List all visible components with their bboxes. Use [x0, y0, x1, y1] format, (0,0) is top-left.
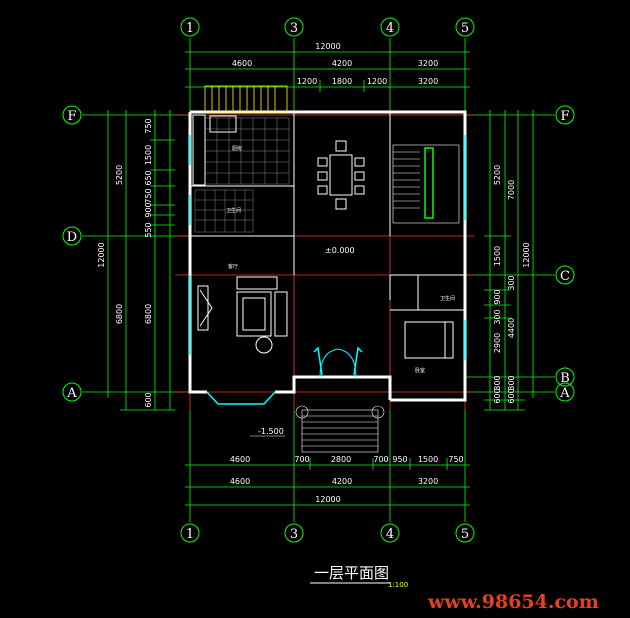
label-living: 客厅	[228, 263, 238, 270]
right-dimension-lines	[484, 110, 534, 411]
axis-label-3-top: 3	[290, 21, 298, 36]
axis-bubbles-bottom	[180, 523, 475, 543]
axis-bubbles-top	[180, 17, 475, 37]
drawing-scale: 1:100	[388, 581, 408, 589]
axis-label-1-top: 1	[186, 21, 194, 36]
elevation-outside: -1.500	[258, 427, 284, 436]
dim-left-inner-2: 650	[144, 170, 153, 185]
dim-left-outer-2: 600	[144, 392, 153, 407]
label-bedroom: 卧室	[415, 367, 425, 374]
elevation-floor: ±0.000	[325, 246, 355, 255]
entry-doors	[319, 348, 357, 378]
dining-table	[317, 140, 365, 210]
watermark: www.98654.com	[427, 591, 599, 613]
dim-left-inner-1: 1500	[144, 145, 153, 165]
axis-label-C-right: C	[560, 269, 570, 284]
dim-left-total: 12000	[97, 242, 106, 267]
axis-label-A-right: A	[559, 386, 570, 401]
dim-left-inner-3: 750	[144, 188, 153, 203]
dim-bot-r2-0: 4600	[230, 477, 250, 486]
axis-label-F-right: F	[560, 109, 569, 124]
axis-label-4-top: 4	[386, 21, 394, 36]
kitchen-tiles	[204, 117, 290, 185]
windows	[189, 135, 466, 405]
dim-right-7: 300	[493, 375, 502, 390]
drawing-title: 一层平面图	[314, 564, 389, 582]
dim-right-3: 300	[507, 275, 516, 290]
exterior-walls	[188, 110, 467, 402]
kitchen-counter	[192, 114, 237, 186]
bottom-dimension-lines	[185, 458, 470, 506]
dim-left-inner-5: 900	[144, 202, 153, 217]
dim-right-5: 300	[493, 309, 502, 324]
dim-right-mid-0: 7000	[507, 180, 516, 200]
dim-top-r2-3: 3200	[418, 77, 438, 86]
left-dimension-lines	[107, 110, 175, 411]
bedroom-bed	[404, 321, 454, 359]
dim-top-r2-0: 1200	[297, 77, 317, 86]
axis-label-1-bottom: 1	[186, 527, 194, 542]
dim-left-inner-7: 6800	[144, 304, 153, 324]
dim-bot-r1-4: 950	[392, 455, 407, 464]
axis-bubbles-left	[62, 105, 82, 402]
axis-label-5-bottom: 5	[461, 527, 469, 542]
dim-bot-r1-3: 700	[373, 455, 388, 464]
dim-right-2: 900	[493, 289, 502, 304]
dim-top-r2-2: 1200	[367, 77, 387, 86]
staircase	[392, 144, 460, 224]
dim-bot-r2-2: 3200	[418, 477, 438, 486]
axis-label-4-bottom: 4	[386, 527, 394, 542]
label-kitchen: 厨房	[232, 145, 242, 152]
stair-handrail	[424, 147, 434, 219]
dim-bot-r1-0: 4600	[230, 455, 250, 464]
dim-right-4: 2900	[493, 333, 502, 353]
dim-top-total: 12000	[315, 42, 340, 51]
axis-label-B-right: B	[560, 371, 570, 386]
axis-label-3-bottom: 3	[290, 527, 298, 542]
dim-bot-r1-2: 2800	[331, 455, 351, 464]
dim-top-r1-1: 4200	[332, 59, 352, 68]
dim-left-outer-1: 6800	[115, 304, 124, 324]
dim-right-6: 600	[493, 388, 502, 403]
front-steps	[295, 405, 385, 453]
sofa-set	[236, 276, 288, 354]
axis-label-5-top: 5	[461, 21, 469, 36]
dim-top-r1-2: 3200	[418, 59, 438, 68]
dim-top-r2-1: 1800	[332, 77, 352, 86]
top-dimension-lines	[185, 51, 470, 92]
dim-right-mid-1: 4400	[507, 318, 516, 338]
dim-bot-r1-6: 750	[448, 455, 463, 464]
axis-label-A-left: A	[66, 386, 77, 401]
axis-lines	[82, 38, 555, 522]
dim-left-inner-4: 550	[144, 222, 153, 237]
wc1-tiles	[194, 189, 254, 233]
center-lines	[175, 112, 475, 410]
dim-bot-r1-1: 700	[294, 455, 309, 464]
dim-bot-r1-5: 1500	[418, 455, 438, 464]
dim-bot-r2-1: 4200	[332, 477, 352, 486]
axis-label-F-left: F	[67, 109, 76, 124]
rear-steps	[204, 85, 288, 113]
tv-cabinet	[197, 285, 213, 331]
interior-walls	[190, 112, 465, 311]
dim-right-total: 12000	[522, 242, 531, 267]
dim-right-mid-3: 600	[507, 388, 516, 403]
dim-top-r1-0: 4600	[232, 59, 252, 68]
label-wc1: 卫生间	[226, 207, 241, 214]
axis-label-D-left: D	[67, 230, 77, 245]
dim-left-inner-0: 750	[144, 118, 153, 133]
dim-bot-total: 12000	[315, 495, 340, 504]
dim-right-1: 1500	[493, 246, 502, 266]
axis-bubbles-right	[555, 105, 575, 402]
label-wc2: 卫生间	[440, 295, 455, 302]
dim-right-0: 5200	[493, 165, 502, 185]
dim-left-outer-0: 5200	[115, 165, 124, 185]
dim-right-mid-2: 300	[507, 375, 516, 390]
